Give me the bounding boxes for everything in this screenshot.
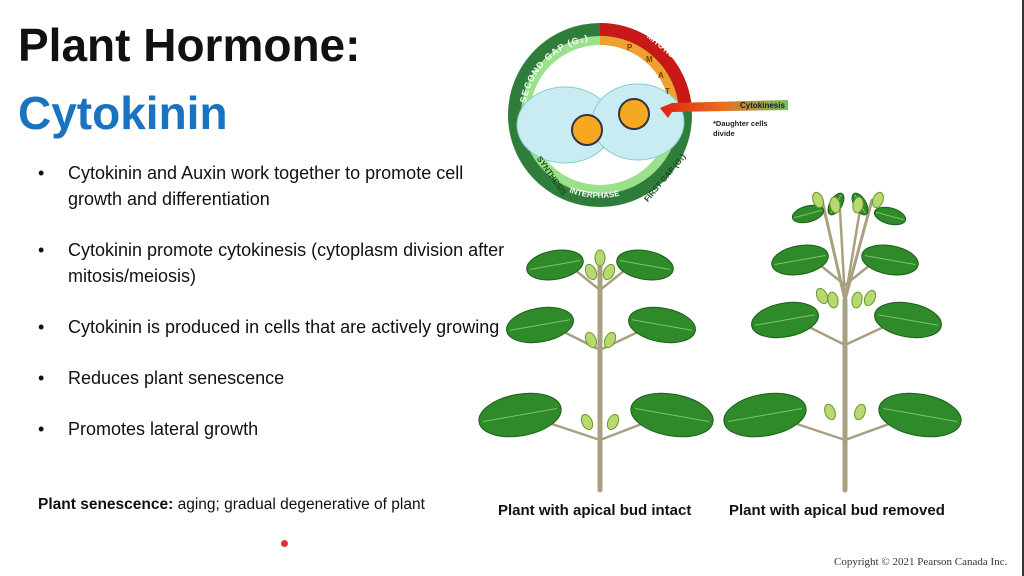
bud — [829, 196, 841, 214]
bullet-item: Reduces plant senescence — [36, 365, 516, 391]
stem — [843, 263, 872, 287]
daughter-note-2: divide — [713, 129, 735, 138]
leaf-vein — [728, 408, 802, 422]
pointer-dot — [281, 540, 288, 547]
bud — [602, 263, 616, 281]
note-term: Plant senescence: — [38, 496, 174, 513]
bud — [812, 191, 824, 209]
copyright: Copyright © 2021 Pearson Canada Inc. — [834, 556, 1008, 568]
leaf-vein — [529, 260, 581, 270]
bud — [584, 331, 598, 349]
stem — [818, 263, 847, 287]
leaf-vein — [877, 314, 939, 326]
slide-subtitle: Cytokinin — [18, 87, 228, 139]
leaf-vein — [754, 314, 816, 326]
phase-a: A — [658, 71, 664, 80]
stem — [598, 268, 627, 292]
bud — [606, 413, 620, 431]
bud — [824, 403, 836, 421]
bud — [827, 291, 839, 309]
leaf-vein — [509, 319, 571, 331]
leaf-vein — [774, 255, 826, 265]
stem — [843, 323, 890, 347]
bud — [594, 249, 606, 267]
bullet-item: Cytokinin and Auxin work together to pro… — [36, 160, 516, 212]
stem — [803, 323, 847, 347]
caption-apical-removed: Plant with apical bud removed — [729, 502, 945, 519]
leaf-vein — [864, 255, 916, 265]
leaf-vein — [883, 408, 957, 422]
bud — [851, 291, 863, 309]
leaf-vein — [483, 408, 557, 422]
cell-cycle-diagram: SECOND GAP (G₂) MITOTIC PHASE P M A T SY… — [508, 22, 788, 207]
slide-title: Plant Hormone: — [18, 19, 361, 71]
phase-m: M — [646, 55, 653, 64]
bullet-list: Cytokinin and Auxin work together to pro… — [36, 160, 516, 467]
leaf-vein — [875, 211, 905, 221]
stem — [843, 208, 862, 302]
bullet-item: Promotes lateral growth — [36, 416, 516, 442]
daughter-note-1: *Daughter cells — [713, 119, 768, 128]
bud — [854, 403, 866, 421]
phase-p: P — [627, 43, 633, 52]
stem — [843, 198, 874, 302]
bullet-item: Cytokinin promote cytokinesis (cytoplasm… — [36, 237, 516, 289]
bud — [603, 331, 617, 349]
caption-apical-intact: Plant with apical bud intact — [498, 502, 692, 519]
leaf-vein — [793, 209, 823, 219]
bud — [584, 263, 598, 281]
phase-t: T — [665, 87, 670, 96]
bud — [872, 191, 884, 209]
stem — [573, 268, 602, 292]
leaf-vein — [631, 319, 693, 331]
leaf-vein — [635, 408, 709, 422]
bud — [863, 289, 877, 307]
note-text: aging; gradual degenerative of plant — [173, 496, 425, 513]
frame-edge — [1022, 0, 1024, 576]
bud — [815, 287, 829, 305]
plant-illustrations — [478, 191, 962, 493]
bud — [852, 196, 864, 214]
label-cytokinesis: Cytokinesis — [740, 101, 785, 110]
leaf-vein — [619, 260, 671, 270]
bud — [580, 413, 594, 431]
bullet-item: Cytokinin is produced in cells that are … — [36, 314, 516, 340]
definition-note: Plant senescence: aging; gradual degener… — [38, 496, 425, 514]
